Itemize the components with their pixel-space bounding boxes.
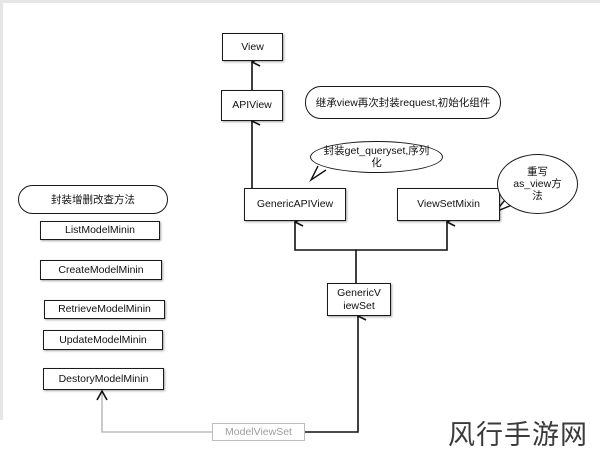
edge-modelviewset-to-mixins bbox=[101, 392, 212, 433]
mixin-label: DestoryModelMinin bbox=[58, 372, 149, 385]
genericapiview-class-box: GenericAPIView bbox=[244, 188, 346, 221]
create-model-mixin-box: CreateModelMinin bbox=[40, 260, 162, 280]
generic-note-text: 封装get_queryset,序列 化 bbox=[323, 145, 430, 169]
list-model-mixin-box: ListModelMinin bbox=[40, 221, 160, 240]
modelviewset-class-box: ModelViewSet bbox=[212, 423, 305, 441]
mixins-arrowhead bbox=[96, 389, 108, 401]
apiview-class-label: APIView bbox=[232, 99, 272, 111]
view-class-label: View bbox=[241, 40, 264, 53]
mixin-label: ListModelMinin bbox=[64, 224, 136, 236]
update-model-mixin-box: UpdateModelMinin bbox=[43, 330, 163, 350]
modelviewset-class-label: ModelViewSet bbox=[225, 425, 292, 438]
edge-modelviewset-to-genericviewset bbox=[305, 316, 358, 433]
frame-left-edge bbox=[0, 0, 3, 420]
site-watermark: 风行手游网 bbox=[448, 420, 588, 451]
mixin-label: RetrieveModelMinin bbox=[58, 303, 151, 315]
view-class-box: View bbox=[222, 33, 283, 61]
apiview-class-box: APIView bbox=[221, 90, 283, 121]
retrieve-model-mixin-box: RetrieveModelMinin bbox=[44, 300, 165, 319]
generic-note-tail bbox=[309, 165, 327, 183]
genericviewset-class-box: GenericV iewSet bbox=[327, 283, 391, 316]
mixin-label: CreateModelMinin bbox=[58, 263, 144, 276]
viewset-note-text: 重写 as_view方 法 bbox=[513, 166, 562, 202]
genericapiview-class-label: GenericAPIView bbox=[256, 198, 334, 210]
genericviewset-class-label: GenericV iewSet bbox=[337, 286, 381, 312]
frame-top-edge bbox=[0, 0, 600, 3]
destory-model-mixin-box: DestoryModelMinin bbox=[43, 368, 164, 390]
generic-note-bubble: 封装get_queryset,序列 化 bbox=[310, 141, 443, 173]
mixins-note-bubble: 封装增删改查方法 bbox=[18, 185, 168, 214]
edge-genericviewset-to-viewsetmixin bbox=[356, 222, 447, 251]
mixins-note-text: 封装增删改查方法 bbox=[51, 193, 135, 206]
viewsetmixin-class-label: ViewSetMixin bbox=[417, 198, 480, 210]
viewset-note-bubble: 重写 as_view方 法 bbox=[497, 154, 578, 214]
mixin-label: UpdateModelMinin bbox=[59, 333, 147, 346]
viewsetmixin-class-box: ViewSetMixin bbox=[397, 188, 500, 221]
edge-genericviewset-trunk bbox=[295, 222, 357, 283]
apiview-note-bubble: 继承view再次封装request,初始化组件 bbox=[305, 86, 501, 119]
apiview-note-text: 继承view再次封装request,初始化组件 bbox=[315, 96, 491, 109]
